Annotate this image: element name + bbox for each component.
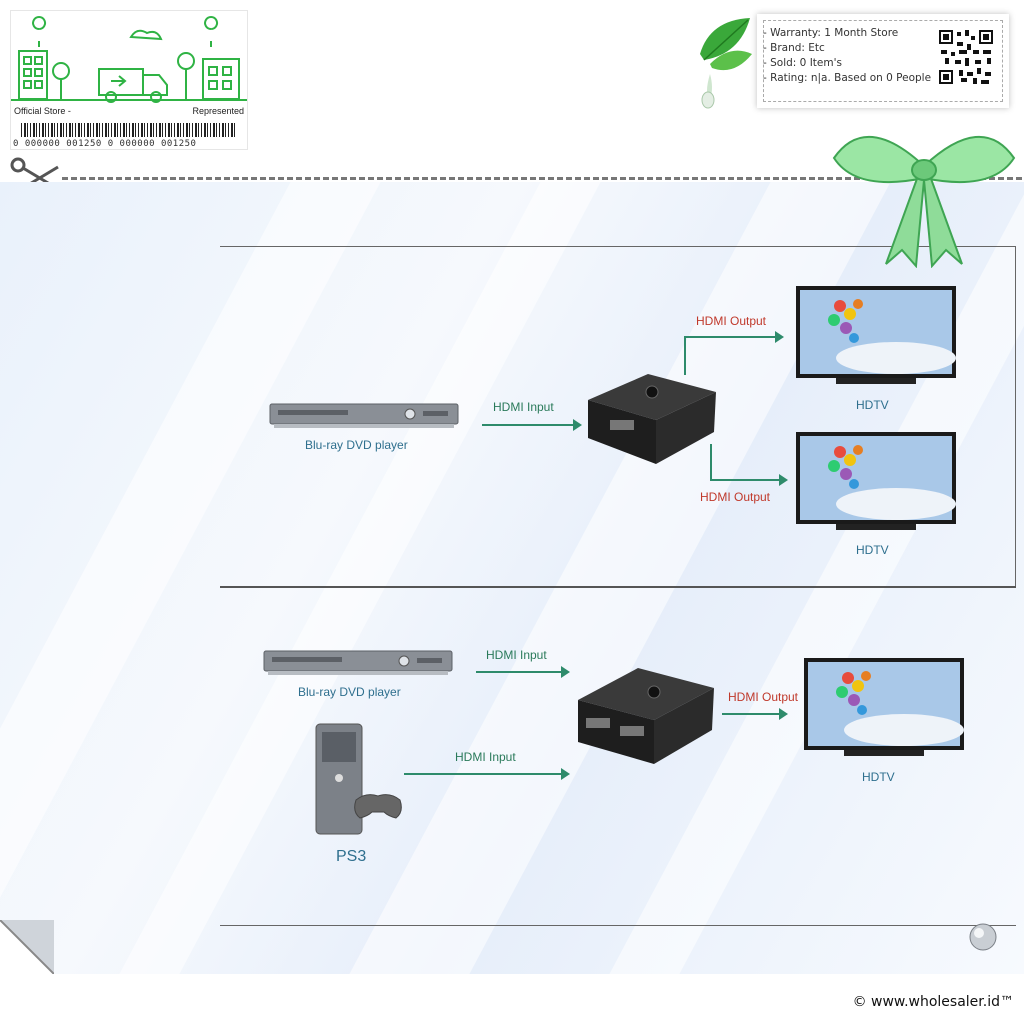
diagram-panel: Blu-ray DVD player HDMI Input HDMI Outpu…	[0, 182, 1024, 975]
bottom-input-label-1: HDMI Input	[486, 648, 547, 662]
hdmi-switch-bottom-icon	[576, 666, 716, 766]
sold-text: - Sold: 0 Item's	[763, 57, 842, 69]
info-box-border	[763, 20, 1003, 102]
bottom-input-arrow-2	[404, 768, 570, 780]
qr-code	[937, 28, 995, 86]
bottom-input-label-2: HDMI Input	[455, 750, 516, 764]
hdtv-icon	[804, 658, 964, 762]
hdtv-icon	[796, 432, 956, 536]
dvd-player-icon	[268, 402, 460, 430]
copyright-text: © www.wholesaler.id™	[852, 994, 1014, 1010]
barcode	[21, 123, 237, 137]
game-console-icon	[312, 720, 404, 838]
frame-bottom-line	[220, 925, 1016, 926]
page-curl-icon	[0, 919, 55, 975]
top-output-arrow-2	[710, 474, 788, 486]
top-source-label: Blu-ray DVD player	[305, 438, 408, 452]
top-output-arrow-1	[684, 331, 784, 343]
bottom-source-label: Blu-ray DVD player	[298, 685, 401, 699]
leaf-drop-icon	[690, 14, 756, 110]
top-input-arrow	[482, 419, 582, 431]
top-input-label: HDMI Input	[493, 400, 554, 414]
top-tv-label-1: HDTV	[856, 398, 889, 412]
top-output-label-1: HDMI Output	[696, 314, 767, 328]
frame-divider-line	[220, 586, 1016, 588]
frame-top-line	[220, 246, 1016, 247]
bottom-tv-label: HDTV	[862, 770, 895, 784]
warranty-text: - Warranty: 1 Month Store	[763, 27, 899, 39]
top-output-label-2: HDMI Output	[700, 490, 771, 504]
hdmi-switch-top-icon	[586, 370, 718, 466]
console-label: PS3	[336, 848, 367, 865]
top-tv-label-2: HDTV	[856, 543, 889, 557]
bottom-output-arrow	[722, 708, 788, 720]
barcode-digits: 0 000000 001250 0 000000 001250	[13, 139, 197, 149]
pin-icon	[968, 922, 998, 952]
top-output-connector-2	[710, 444, 712, 480]
cut-line	[62, 177, 1022, 180]
city-delivery-illustration	[11, 16, 247, 103]
product-info-box: - Warranty: 1 Month Store - Brand: Etc -…	[757, 14, 1009, 108]
hdtv-icon	[796, 286, 956, 390]
dvd-player-icon	[262, 649, 454, 677]
store-card-left-label: Official Store -	[14, 106, 71, 116]
frame-right-line	[1015, 246, 1016, 586]
store-card-right-label: Represented	[192, 106, 244, 116]
bottom-output-label: HDMI Output	[728, 690, 799, 704]
store-card: Official Store - Represented 0 000000 00…	[10, 10, 248, 150]
top-output-connector-1	[684, 337, 686, 375]
ribbon-bow-icon	[826, 118, 1022, 269]
bottom-input-arrow-1	[476, 666, 570, 678]
rating-text: - Rating: n|a. Based on 0 People	[763, 72, 932, 84]
brand-text: - Brand: Etc	[763, 42, 825, 54]
